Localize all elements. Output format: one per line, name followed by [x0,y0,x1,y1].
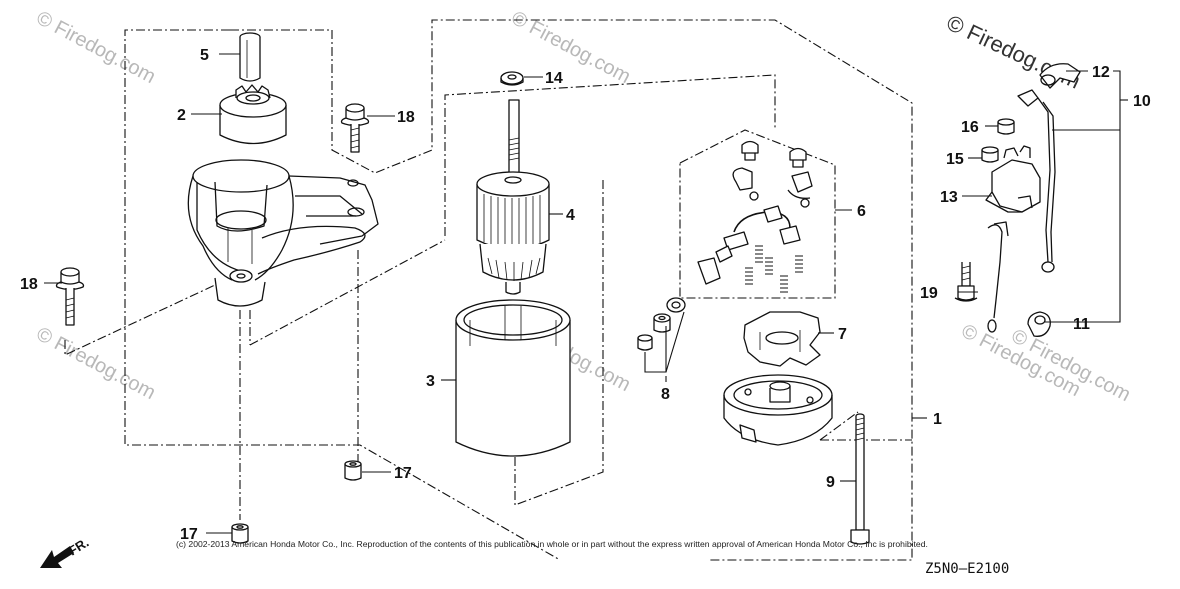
callout-19: 19 [920,285,938,302]
pinion-drawing [219,84,287,145]
callout-7: 7 [838,326,847,343]
front-arrow-icon [40,546,74,568]
watermark: © Firedog.com [508,7,634,88]
copyright-notice: (c) 2002-2013 American Honda Motor Co., … [176,539,928,549]
yoke-drawing [455,299,571,457]
through-bolt-drawing [850,413,870,545]
part-drawings [55,32,1081,545]
callout-2: 2 [177,107,186,124]
callout-5: 5 [200,47,209,64]
solenoid-drawing [981,63,1081,337]
callout-15: 15 [946,151,964,168]
callout-6: 6 [857,203,866,220]
diagram-code: Z5N0—E2100 [925,561,1009,577]
end-cover-drawing [723,374,833,446]
callout-11: 11 [1073,316,1090,333]
armature-drawing [476,99,550,295]
callout-17: 17 [394,465,412,482]
leader-lines [44,53,1128,534]
callout-13: 13 [940,189,958,206]
watermark: © Firedog.com [943,10,1085,94]
callout-10: 10 [1133,93,1151,110]
bolt-19-drawing [954,262,978,302]
callout-8: 8 [661,386,670,403]
assembly-boundaries [64,19,913,561]
watermark-layer: © Firedog.com © Firedog.com © Firedog.co… [33,7,1134,406]
sleeve-drawing [239,32,261,82]
collar-17-drawing [344,460,362,481]
callout-16: 16 [961,119,979,136]
callout-1: 1 [933,411,942,428]
callout-18-left: 18 [20,276,38,293]
bracket-drawing [187,159,379,307]
watermark: © Firedog.com [33,7,159,88]
nut-washer-drawing [637,297,686,351]
callout-17-lower: 17 [180,526,198,543]
brush-holder-drawing [743,311,821,367]
bolt-18-upper-drawing [340,103,370,153]
watermark: © Firedog.com [33,323,159,404]
brush-set-drawing [697,140,813,293]
callout-3: 3 [426,373,435,390]
bolt-18-left-drawing [55,267,85,326]
callout-numbers: 5 2 18 18 14 4 3 17 17 6 7 8 9 1 10 12 1… [20,47,1151,543]
front-direction-indicator: FR. [40,535,91,568]
callout-18-upper: 18 [397,109,415,126]
callout-14: 14 [545,70,563,87]
washer-drawing [500,71,524,86]
callout-12: 12 [1092,64,1110,81]
callout-4: 4 [566,207,575,224]
callout-9: 9 [826,474,835,491]
collar-17-lower-drawing [231,523,249,544]
